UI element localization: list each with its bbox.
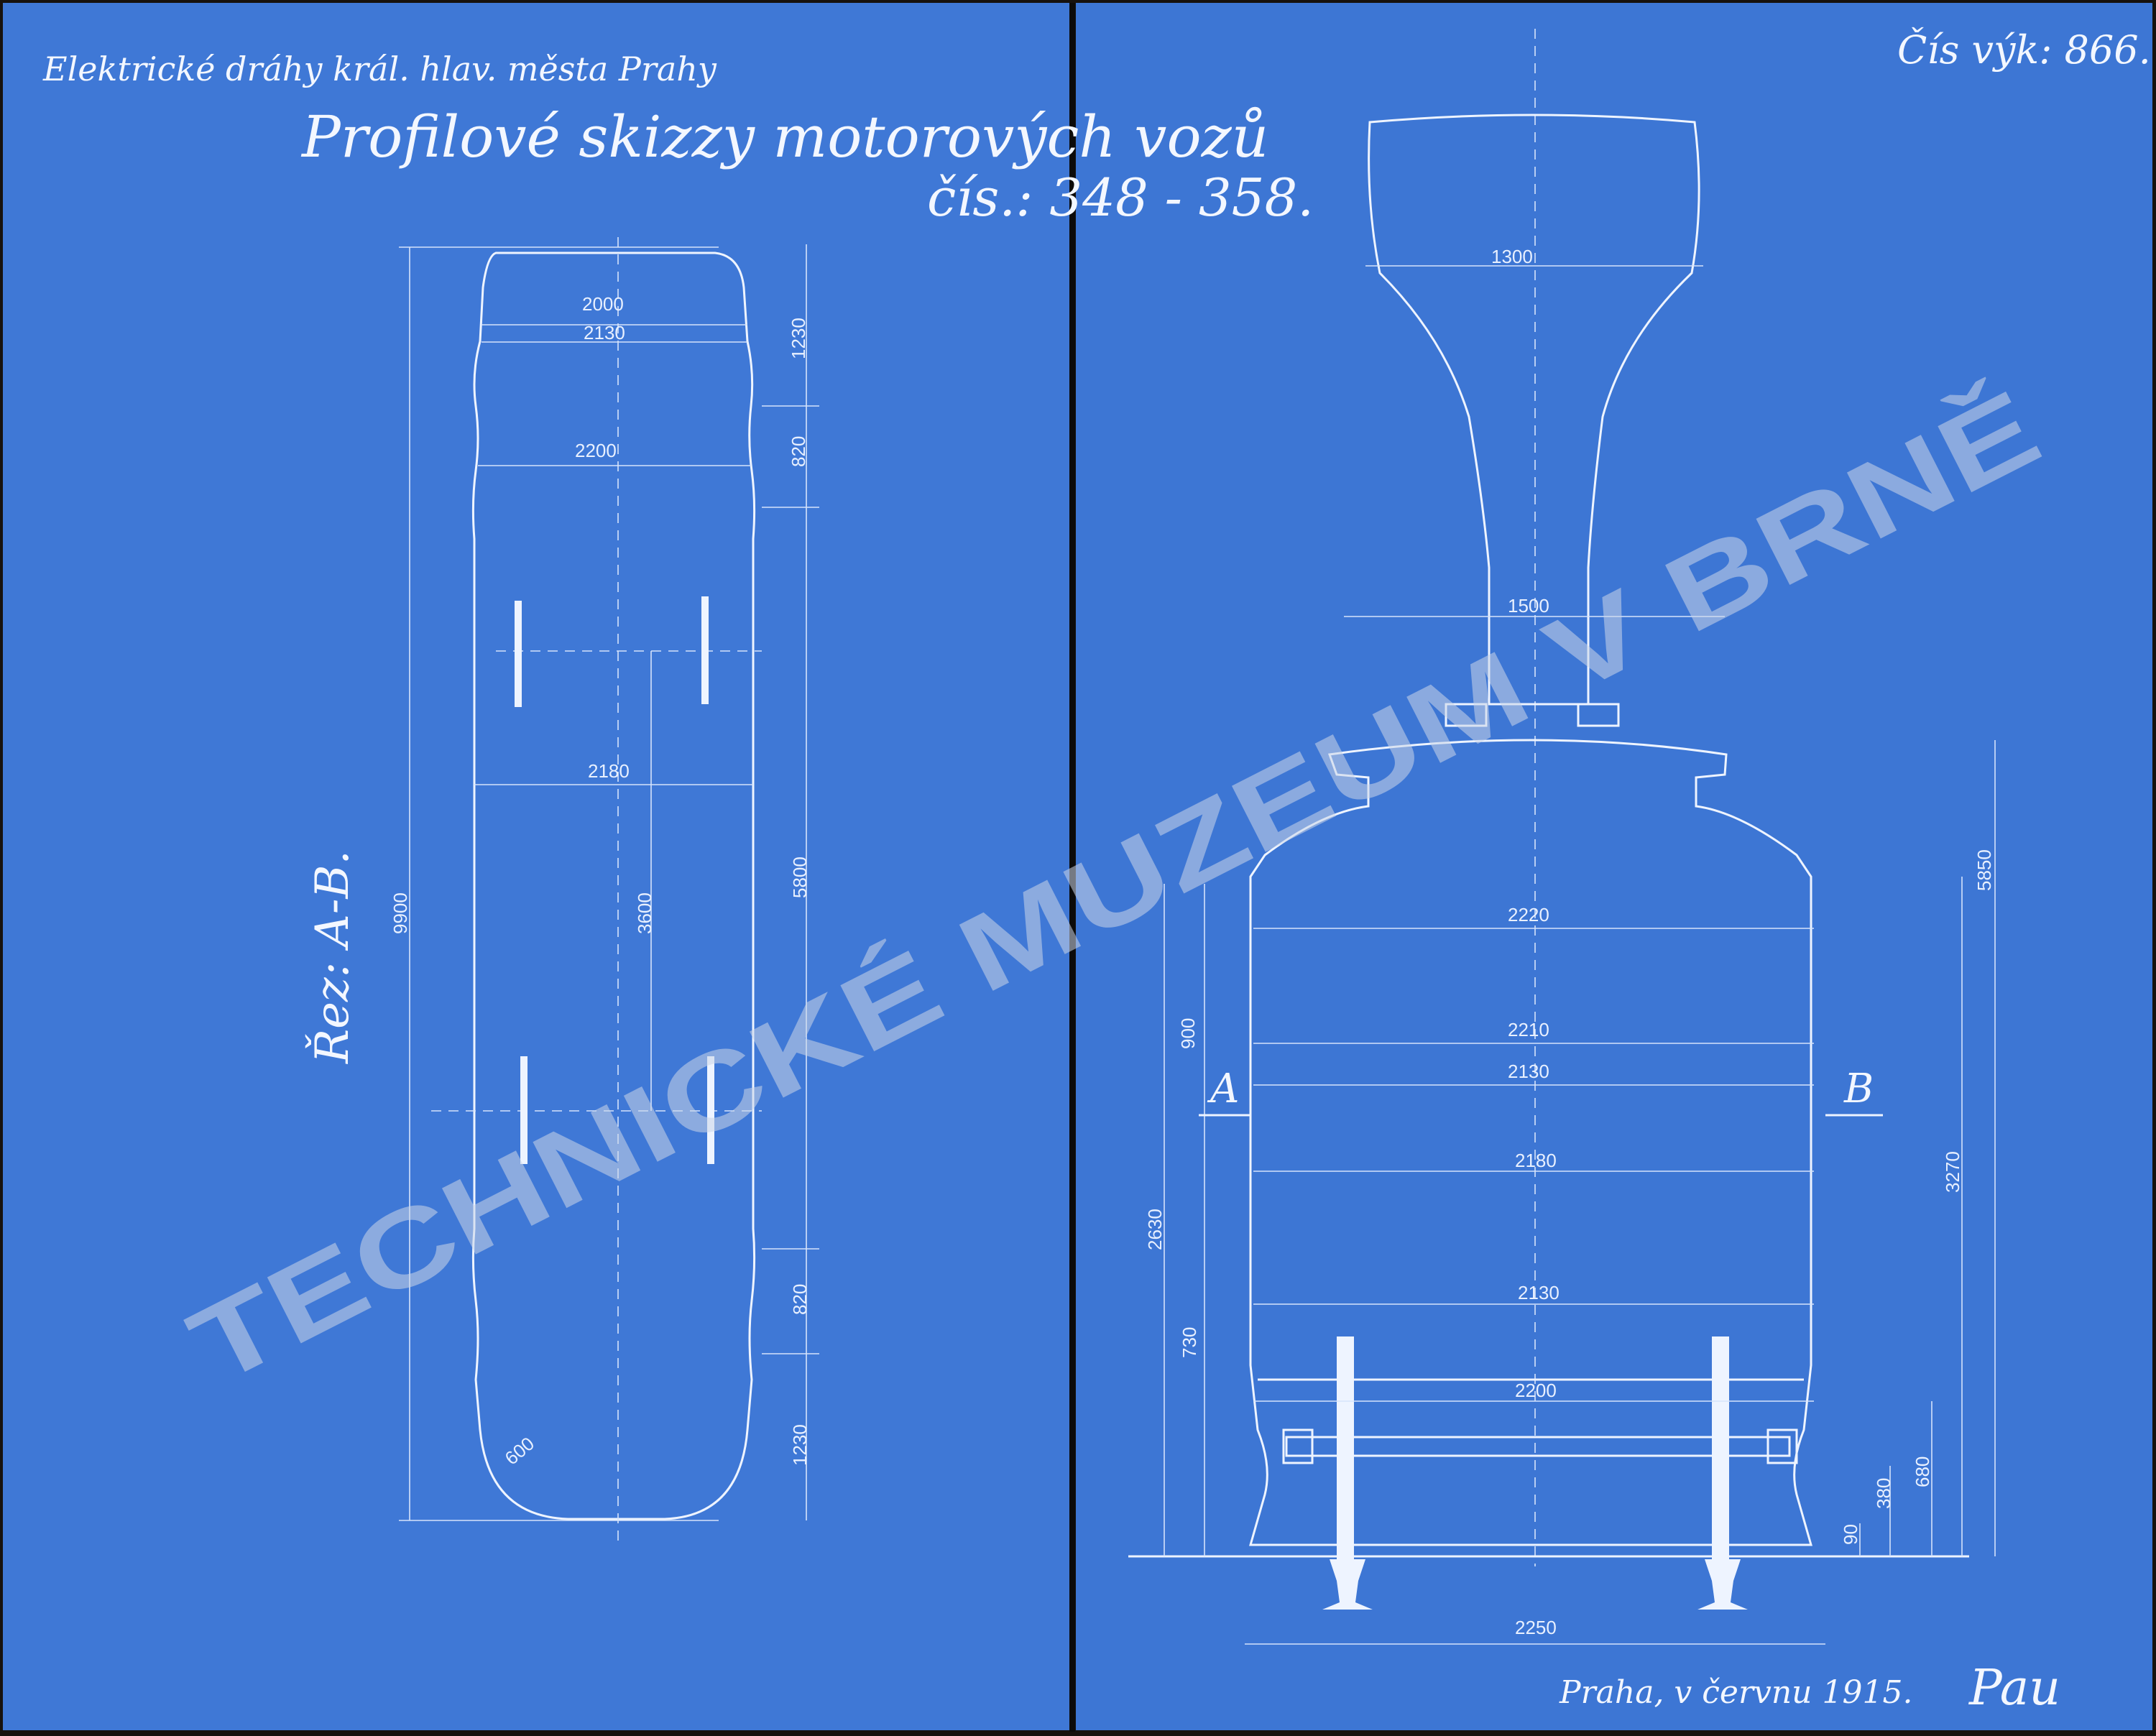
dim-2180: 2180 [1515, 1150, 1557, 1171]
section-marker-a: A [1207, 1066, 1239, 1112]
dim-680: 680 [1912, 1456, 1933, 1487]
right-sheet [1076, 3, 2152, 1730]
bogie-mark [520, 1056, 528, 1164]
dim-1230-top: 1230 [788, 318, 809, 359]
bogie-mark [701, 596, 709, 704]
dim-900: 900 [1177, 1018, 1199, 1049]
bogie-mark [515, 601, 522, 707]
plan-view: 2000 2130 2200 2180 3600 9900 1230 820 5… [305, 237, 819, 1545]
dim-2130-upper: 2130 [1508, 1061, 1549, 1082]
dim-2180: 2180 [588, 760, 630, 782]
left-sheet [3, 3, 1069, 1730]
bogie-mark [707, 1056, 714, 1164]
rail-left [1322, 1559, 1373, 1610]
dim-2220: 2220 [1508, 904, 1549, 925]
pantograph-foot [1577, 703, 1620, 727]
company-name: Elektrické dráhy král. hlav. města Prahy [42, 50, 717, 88]
car-floor-plan-outline [471, 251, 756, 1520]
dim-5800: 5800 [789, 857, 811, 898]
rail-right [1697, 1559, 1748, 1610]
signature: Pau [1968, 1660, 2060, 1717]
dim-2210: 2210 [1508, 1019, 1549, 1040]
wheel-right [1712, 1336, 1729, 1559]
dim-2250: 2250 [1515, 1617, 1557, 1638]
axle-box-left [1282, 1428, 1314, 1464]
dim-90: 90 [1840, 1524, 1861, 1545]
dim-9900: 9900 [390, 892, 411, 934]
dim-3600: 3600 [634, 892, 655, 934]
axle [1285, 1436, 1791, 1457]
place-date: Praha, v červnu 1915. [1559, 1674, 1912, 1711]
drawing-subtitle: čís.: 348 - 358. [927, 167, 1314, 228]
dim-1500: 1500 [1508, 595, 1549, 617]
dim-2200: 2200 [575, 440, 617, 461]
dim-2200: 2200 [1515, 1380, 1557, 1401]
dim-820-bottom: 820 [789, 1284, 811, 1315]
dim-1230-bottom: 1230 [789, 1424, 811, 1466]
pantograph-foot [1445, 703, 1488, 727]
drawing-title: Profilové skizzy motorových vozů [300, 103, 1268, 170]
section-label: Řez: A-B. [305, 850, 359, 1064]
dim-380: 380 [1873, 1478, 1894, 1509]
section-marker-b: B [1843, 1066, 1874, 1112]
dim-2130-lower: 2130 [1518, 1282, 1560, 1303]
axle-box-right [1766, 1428, 1798, 1464]
wheel-left [1337, 1336, 1354, 1559]
dim-1300: 1300 [1491, 246, 1533, 267]
dim-2630: 2630 [1144, 1209, 1166, 1250]
dim-2000: 2000 [582, 293, 624, 315]
copy-number: Čís výk: 866. [1897, 27, 2151, 73]
dim-5850: 5850 [1973, 849, 1995, 891]
dim-2130: 2130 [584, 322, 625, 343]
car-body-section [1249, 739, 1812, 1546]
dim-820-top: 820 [788, 436, 809, 467]
pantograph-outline [1368, 114, 1700, 706]
dim-730: 730 [1179, 1327, 1200, 1358]
dim-3270: 3270 [1942, 1151, 1963, 1193]
section-view: 1300 1500 2220 2210 2130 2180 2130 2200 … [1128, 29, 1996, 1645]
